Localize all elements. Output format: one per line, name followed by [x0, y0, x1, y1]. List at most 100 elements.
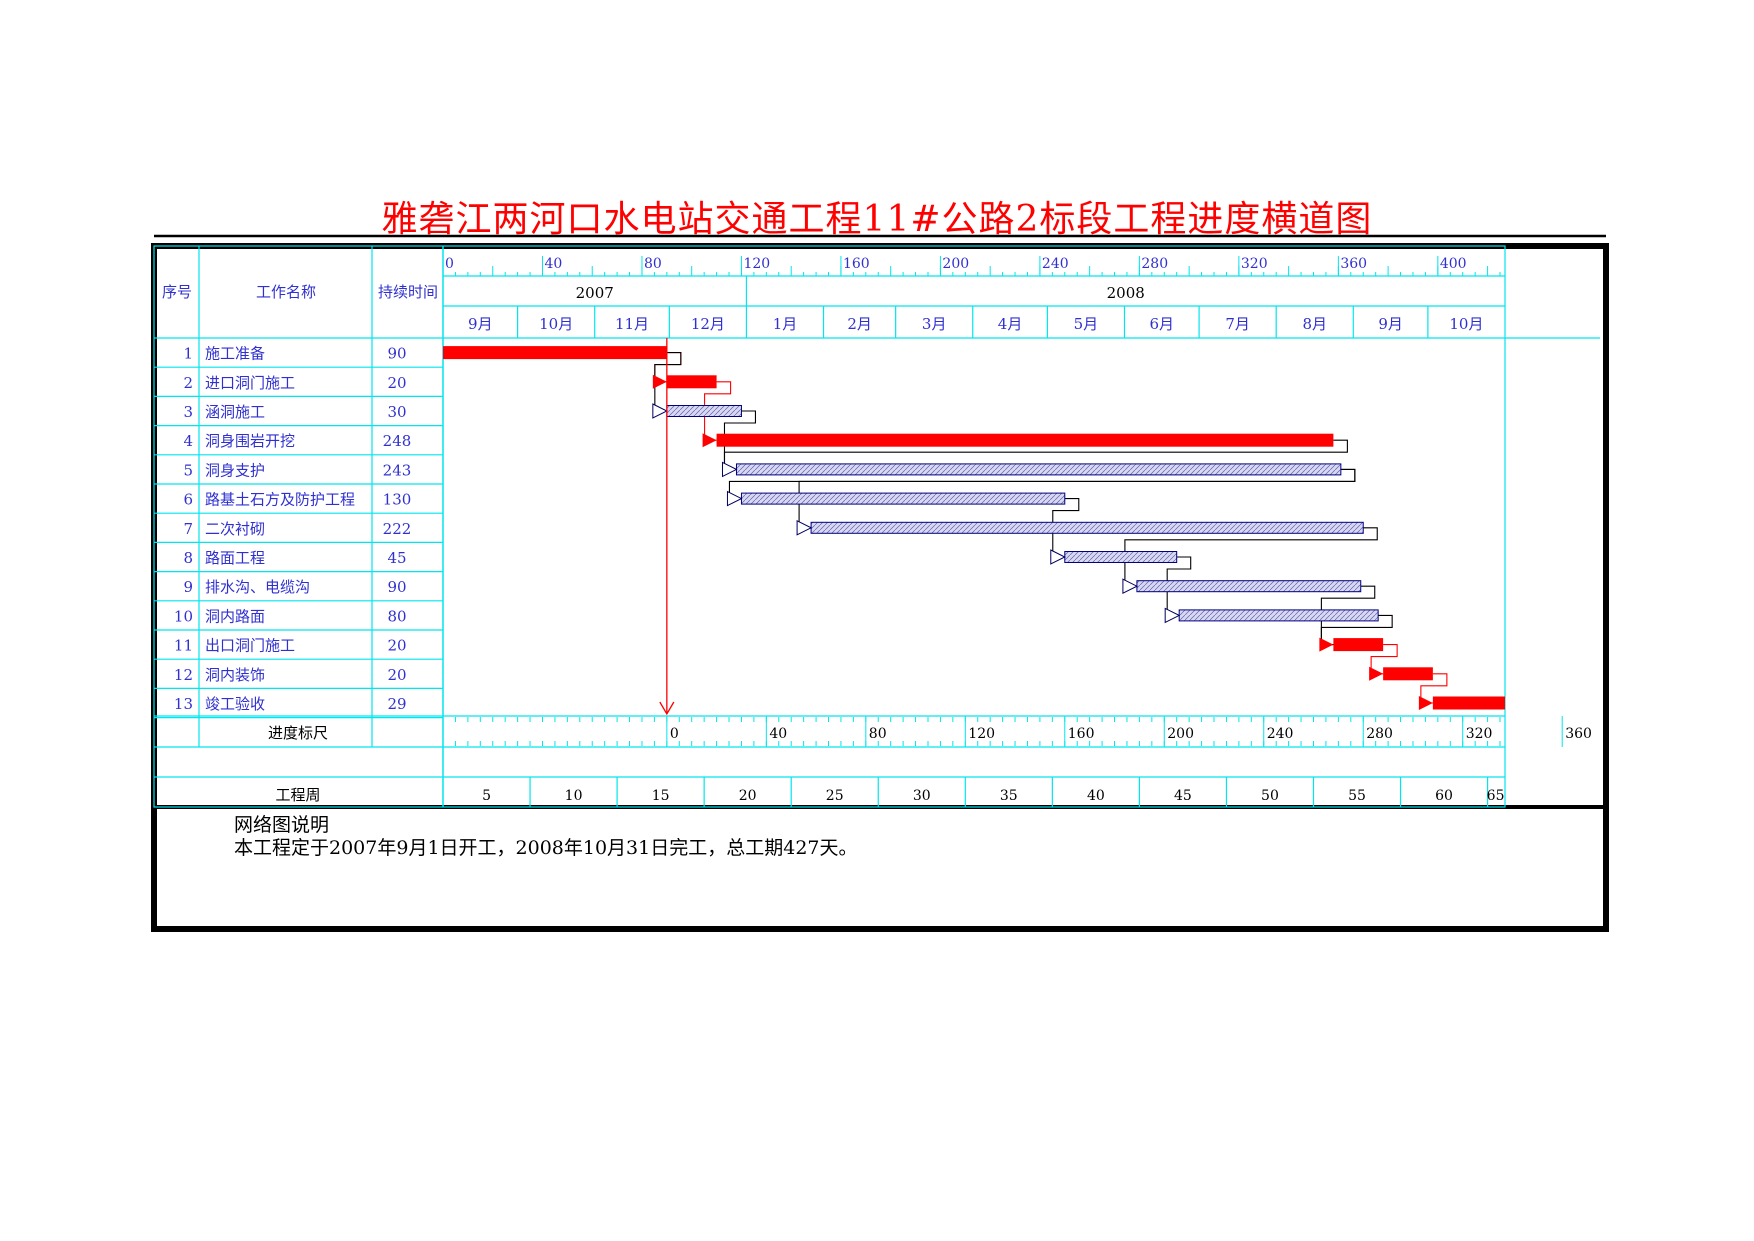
task-id: 5 — [183, 461, 193, 479]
task-name: 洞内装饰 — [205, 666, 265, 684]
top-day-label: 360 — [1340, 256, 1367, 272]
task-id: 9 — [183, 578, 193, 596]
top-day-label: 320 — [1241, 256, 1268, 272]
task-duration: 45 — [387, 549, 406, 567]
month-label: 5月 — [1074, 315, 1099, 333]
start-arrow-icon — [1122, 578, 1139, 595]
task-id: 12 — [174, 666, 193, 684]
note-text: 本工程定于2007年9月1日开工，2008年10月31日完工，总工期427天。 — [234, 837, 858, 859]
month-label: 7月 — [1225, 315, 1250, 333]
ruler-tick-label: 320 — [1466, 726, 1493, 742]
week-label: 60 — [1435, 788, 1453, 804]
start-arrow-icon — [1050, 549, 1066, 565]
week-label: 40 — [1087, 788, 1105, 804]
ruler-tick-label: 160 — [1068, 726, 1095, 742]
month-label: 1月 — [773, 315, 798, 333]
task-id: 1 — [183, 345, 193, 363]
top-day-label: 40 — [544, 256, 562, 272]
month-label: 10月 — [539, 315, 573, 333]
task-bar-critical — [1333, 638, 1384, 652]
month-label: 4月 — [998, 315, 1023, 333]
ruler-tick-label: 360 — [1565, 726, 1592, 742]
task-bar — [1064, 551, 1178, 563]
ruler-tick-label: 80 — [869, 726, 887, 742]
week-label: 55 — [1348, 788, 1366, 804]
top-day-label: 240 — [1042, 256, 1069, 272]
start-arrow-icon — [1319, 637, 1334, 652]
month-label: 9月 — [468, 315, 493, 333]
task-bar — [1136, 580, 1362, 593]
ruler-tick-label: 120 — [968, 726, 995, 742]
top-day-label: 400 — [1440, 256, 1467, 272]
task-name: 涵洞施工 — [205, 403, 265, 421]
task-name: 排水沟、电缆沟 — [205, 578, 310, 596]
task-name: 二次衬砌 — [205, 520, 265, 538]
task-bar — [810, 521, 1364, 534]
month-label: 8月 — [1302, 315, 1327, 333]
week-label: 20 — [739, 788, 757, 804]
week-label: 30 — [913, 788, 931, 804]
week-label: 65 — [1487, 788, 1505, 804]
start-arrow-icon — [652, 403, 668, 419]
task-name: 路基土石方及防护工程 — [205, 491, 355, 509]
month-label: 10月 — [1449, 315, 1483, 333]
task-bar — [735, 463, 1342, 476]
start-arrow-icon — [726, 490, 743, 507]
month-label: 3月 — [922, 315, 947, 333]
task-name: 进口洞门施工 — [205, 374, 295, 392]
ruler-tick-label: 40 — [769, 726, 787, 742]
top-day-label: 280 — [1141, 256, 1168, 272]
task-name: 出口洞门施工 — [205, 637, 295, 655]
year-label: 2008 — [1107, 284, 1145, 302]
task-bar-critical — [666, 375, 717, 389]
week-row-label: 工程周 — [275, 786, 320, 804]
task-duration: 29 — [387, 695, 406, 713]
task-id: 7 — [183, 520, 193, 538]
task-bar-critical — [716, 433, 1334, 447]
ruler-tick-label: 0 — [670, 726, 679, 742]
week-label: 35 — [1000, 788, 1018, 804]
task-bar — [666, 405, 742, 417]
task-duration: 90 — [387, 578, 406, 596]
ruler-tick-label: 240 — [1267, 726, 1294, 742]
start-arrow-icon — [1418, 696, 1433, 710]
ruler-tick-label: 280 — [1366, 726, 1393, 742]
start-arrow-icon — [652, 374, 667, 389]
task-name: 洞身支护 — [205, 461, 265, 479]
progress-ruler-label: 进度标尺 — [268, 724, 328, 742]
week-label: 15 — [652, 788, 670, 804]
task-bar — [1178, 609, 1379, 622]
task-duration: 80 — [387, 607, 406, 625]
task-name: 洞内路面 — [205, 607, 265, 625]
start-arrow-icon — [1164, 607, 1181, 624]
task-duration: 20 — [387, 374, 406, 392]
top-day-label: 80 — [644, 256, 662, 272]
task-bar-critical — [443, 346, 667, 360]
week-label: 25 — [826, 788, 844, 804]
task-duration: 222 — [383, 520, 412, 538]
task-name: 路面工程 — [205, 549, 265, 567]
task-id: 10 — [174, 607, 193, 625]
top-day-label: 0 — [445, 256, 454, 272]
top-day-label: 200 — [942, 256, 969, 272]
week-label: 45 — [1174, 788, 1192, 804]
task-id: 3 — [183, 403, 193, 421]
grid-frame — [153, 245, 1506, 808]
start-arrow-icon — [1369, 666, 1384, 681]
header-duration: 持续时间 — [378, 283, 438, 301]
header-name: 工作名称 — [256, 283, 316, 301]
start-arrow-icon — [721, 461, 738, 478]
week-label: 50 — [1261, 788, 1279, 804]
start-arrow-icon — [796, 519, 813, 536]
note-heading: 网络图说明 — [234, 814, 330, 836]
task-name: 施工准备 — [205, 345, 265, 363]
top-day-label: 120 — [743, 256, 770, 272]
ruler-tick-label: 200 — [1167, 726, 1194, 742]
task-id: 13 — [174, 695, 193, 713]
progress-marker-arrow-icon — [659, 701, 675, 716]
task-id: 11 — [174, 637, 193, 655]
top-day-label: 160 — [843, 256, 870, 272]
task-duration: 130 — [383, 491, 412, 509]
month-label: 12月 — [691, 315, 725, 333]
